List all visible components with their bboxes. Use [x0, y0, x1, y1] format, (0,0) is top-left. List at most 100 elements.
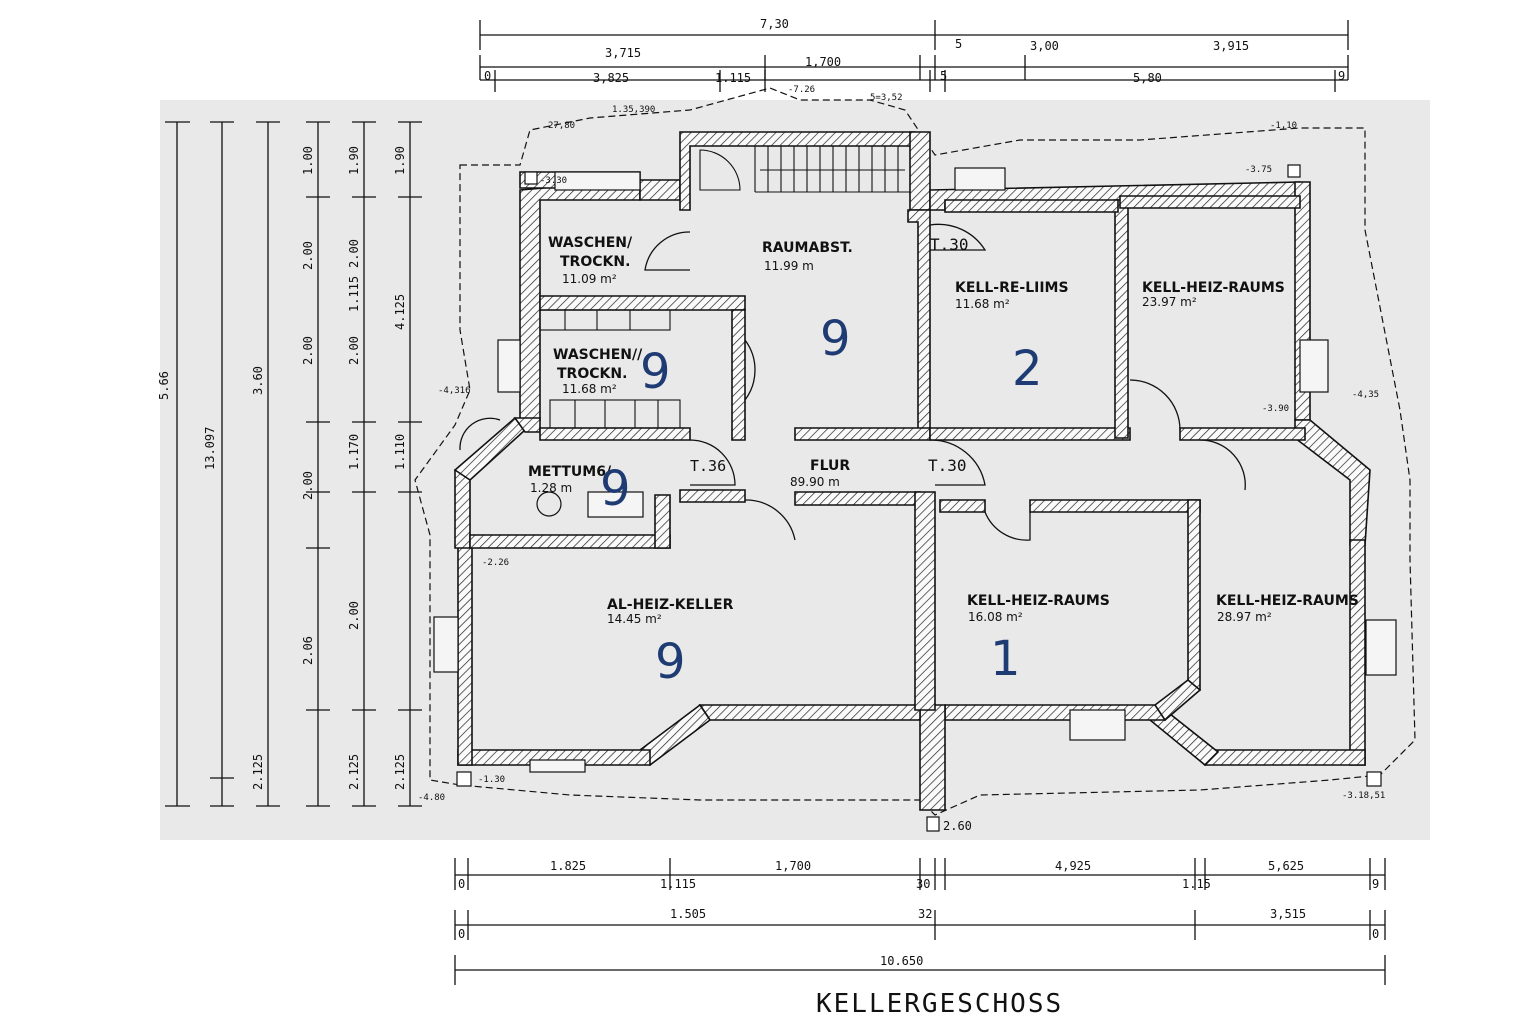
room-kell-re-liims-area: 11.68 m² — [955, 297, 1010, 311]
bottom-dim-label: 1.115 — [660, 877, 696, 891]
left-dim-label: 2.125 — [393, 754, 407, 790]
room-waschen-1-name2: TROCKN. — [560, 254, 630, 270]
handwritten-marker: 9 — [655, 634, 686, 690]
room-raumabst-name: RAUMABST. — [762, 240, 853, 256]
level-note: -1.30 — [478, 775, 505, 785]
room-kell-heiz-raums-2-area: 16.08 m² — [968, 610, 1023, 624]
left-dim-label: 2.00 — [347, 601, 361, 630]
level-note: 2.60 — [943, 819, 972, 833]
bottom-dim-label: 5,625 — [1268, 859, 1304, 873]
top-dim-label: 1.115 — [715, 71, 751, 85]
top-dim-label: 3,00 — [1030, 39, 1059, 53]
left-dim-label: 1.00 — [301, 146, 315, 175]
level-note: -4.80 — [418, 793, 445, 803]
left-dim-label: 1.90 — [393, 146, 407, 175]
bottom-dim-label: 0 — [458, 877, 465, 891]
left-dim-label: 1.110 — [393, 434, 407, 470]
room-kell-heiz-raums-1-area: 23.97 m² — [1142, 295, 1197, 309]
room-flur-area: 89.90 m — [790, 475, 840, 489]
handwritten-marker: 9 — [640, 344, 671, 400]
room-waschen-1-name: WASCHEN/ — [548, 235, 633, 251]
left-dim-label: 2.125 — [347, 754, 361, 790]
room-waschen-2-area: 11.68 m² — [562, 382, 617, 396]
room-mettum-area: 1.28 m — [530, 481, 572, 495]
bottom-dim-label: 3,515 — [1270, 907, 1306, 921]
door-label: T.36 — [690, 457, 726, 475]
left-dim-label: 5.66 — [157, 371, 171, 400]
stair-door-swing — [699, 149, 741, 191]
level-note: -4,316 — [438, 386, 471, 396]
level-note: 27,80 — [548, 121, 575, 131]
door-label: T.30 — [930, 235, 969, 254]
handwritten-marker: 9 — [600, 461, 631, 517]
left-dim-label: 2.00 — [301, 336, 315, 365]
door-swings — [459, 223, 1246, 541]
bottom-overall-dim: 10.650 — [880, 954, 923, 968]
bottom-dim-label: 4,925 — [1055, 859, 1091, 873]
bottom-dim-label: 30 — [916, 877, 930, 891]
left-dimension-chains — [165, 121, 422, 807]
room-kell-heiz-raums-1-name: KELL-HEIZ-RAUMS — [1142, 280, 1285, 296]
bottom-dim-label: 32 — [918, 907, 932, 921]
top-dim-label: 9 — [1338, 69, 1345, 83]
room-mettum-name: METTUM6/ — [528, 464, 612, 480]
bottom-dim-label: 0 — [1372, 927, 1379, 941]
level-note: -1,10 — [1270, 121, 1297, 131]
room-kell-heiz-raums-2-name: KELL-HEIZ-RAUMS — [967, 593, 1110, 609]
bottom-dim-label: 9 — [1372, 877, 1379, 891]
left-dim-label: 2.00 — [301, 471, 315, 500]
left-dim-label: 2.06 — [301, 636, 315, 665]
room-waschen-2-name2: TROCKN. — [557, 366, 627, 382]
shelving — [539, 309, 681, 429]
outer-foundation-outline — [414, 87, 1416, 816]
left-dim-label: 2.00 — [347, 336, 361, 365]
level-note: -3.75 — [1245, 165, 1272, 175]
left-dim-label: 1.90 — [347, 146, 361, 175]
room-kell-re-liims-name: KELL-RE-LIIMS — [955, 280, 1069, 296]
drain-markers — [456, 164, 1382, 832]
room-waschen-2-name: WASCHEN// — [553, 347, 643, 363]
left-dim-label: 2.00 — [301, 241, 315, 270]
top-dim-label: 0 — [484, 69, 491, 83]
left-dim-label: 13.097 — [203, 427, 217, 470]
room-flur-name: FLUR — [810, 458, 850, 474]
room-kell-heiz-raums-3-area: 28.97 m² — [1217, 610, 1272, 624]
level-note: 5=3,52 — [870, 93, 903, 103]
room-waschen-1-area: 11.09 m² — [562, 272, 617, 286]
door-label: T.30 — [928, 456, 967, 475]
handwritten-marker: 1 — [990, 631, 1021, 687]
left-dim-label: 3.60 — [251, 366, 265, 395]
window-boxes — [433, 167, 1397, 773]
left-dim-label: 1.170 — [347, 434, 361, 470]
level-note: 1.35,390 — [612, 105, 655, 115]
bottom-dim-label: 1.15 — [1182, 877, 1211, 891]
bottom-dim-label: 0 — [458, 927, 465, 941]
level-note: -3.18,51 — [1342, 791, 1385, 801]
level-note: -3.90 — [1262, 404, 1289, 414]
top-dim-label: 3,825 — [593, 71, 629, 85]
level-note: -3.30 — [540, 176, 567, 186]
top-dim-label: 3,715 — [605, 46, 641, 60]
top-dim-label: 5,80 — [1133, 71, 1162, 85]
level-note: -2.26 — [482, 558, 509, 568]
left-dim-label: 2.00 — [347, 239, 361, 268]
top-overall-dim: 7,30 — [760, 17, 789, 31]
top-dim-label: 5 — [940, 69, 947, 83]
left-dim-label: 2.125 — [251, 754, 265, 790]
plan-title: KELLERGESCHOSS — [816, 989, 1063, 1019]
top-dim-label: 5 — [955, 37, 962, 51]
left-dim-label: 4.125 — [393, 294, 407, 330]
room-al-heiz-keller-area: 14.45 m² — [607, 612, 662, 626]
room-kell-heiz-raums-3-name: KELL-HEIZ-RAUMS — [1216, 593, 1359, 609]
bottom-dim-label: 1,700 — [775, 859, 811, 873]
tank-circle — [536, 491, 562, 517]
staircase — [754, 146, 910, 193]
room-al-heiz-keller-name: AL-HEIZ-KELLER — [607, 597, 734, 613]
top-dim-label: 1,700 — [805, 55, 841, 69]
bottom-dim-label: 1.505 — [670, 907, 706, 921]
left-dim-label: 1.115 — [347, 276, 361, 312]
level-note: -7.26 — [788, 85, 815, 95]
room-raumabst-area: 11.99 m — [764, 259, 814, 273]
top-dimension-chains — [479, 20, 1349, 92]
